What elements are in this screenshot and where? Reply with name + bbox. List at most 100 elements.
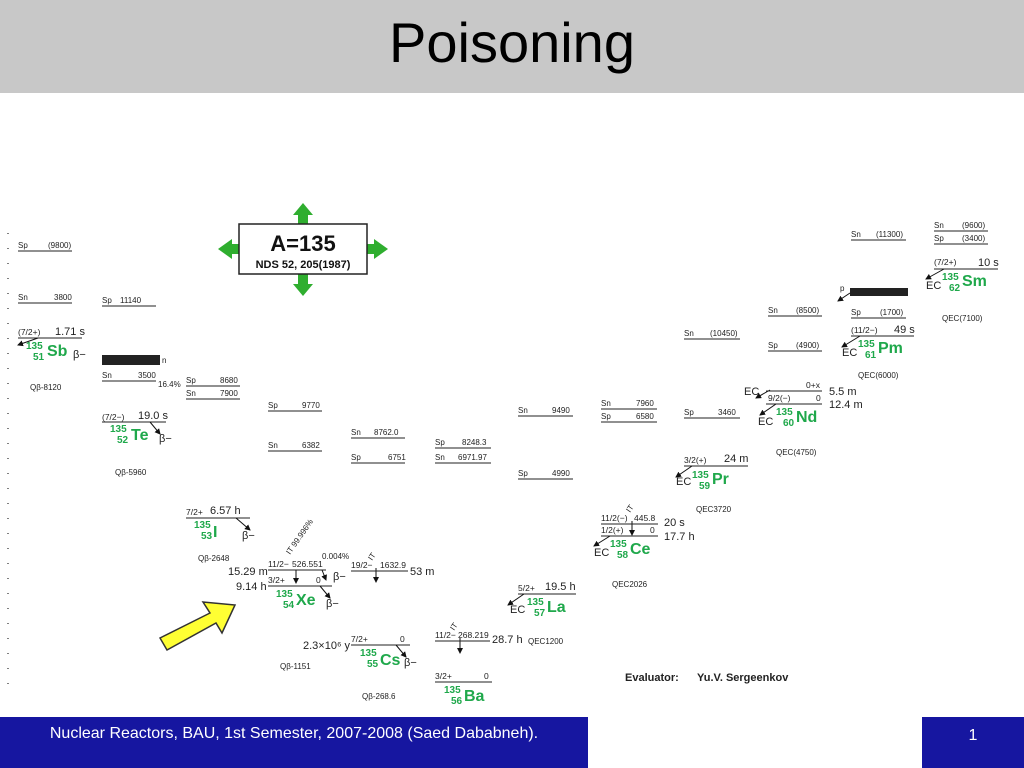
svg-text:Qβ-1151: Qβ-1151: [280, 662, 311, 671]
svg-text:EC: EC: [842, 347, 857, 359]
svg-text:526.551: 526.551: [292, 559, 323, 569]
a135-badge: A=135 NDS 52, 205(1987): [218, 203, 388, 296]
nuclide-cs: Sn 8762.0 Sp 6751 IT 19/2− 1632.9 53 m 7…: [303, 428, 434, 701]
svg-text:3/2(+): 3/2(+): [684, 455, 707, 465]
svg-text:Qβ-268.6: Qβ-268.6: [362, 692, 396, 701]
svg-text:5.5 m: 5.5 m: [829, 386, 857, 398]
footer-course: Nuclear Reactors, BAU, 1st Semester, 200…: [0, 717, 588, 768]
svg-text:6382: 6382: [302, 441, 320, 450]
svg-text:QEC3720: QEC3720: [696, 505, 732, 514]
cs-symbol: Cs: [380, 652, 401, 669]
svg-text:49 s: 49 s: [894, 324, 915, 336]
svg-text:β−: β−: [73, 349, 86, 361]
svg-text:EC: EC: [510, 604, 525, 616]
svg-text:56: 56: [451, 696, 463, 707]
te-symbol: Te: [131, 427, 149, 444]
svg-text:15.29 m: 15.29 m: [228, 566, 268, 578]
xe-symbol: Xe: [296, 592, 316, 609]
svg-text:β−: β−: [333, 571, 346, 583]
svg-text:(11/2−): (11/2−): [851, 325, 878, 335]
svg-text:8762.0: 8762.0: [374, 428, 399, 437]
svg-text:Sn: Sn: [518, 406, 528, 415]
ba-symbol: Ba: [464, 688, 485, 705]
svg-text:Qβ-2648: Qβ-2648: [198, 554, 230, 563]
up-arrow-icon: [293, 203, 313, 215]
svg-text:19.5 h: 19.5 h: [545, 581, 576, 593]
svg-text:7960: 7960: [636, 399, 654, 408]
svg-text:n: n: [162, 356, 166, 365]
svg-text:61: 61: [865, 350, 877, 361]
svg-text:Sn: Sn: [186, 389, 196, 398]
svg-text:11/2(−): 11/2(−): [601, 513, 628, 523]
svg-text:1/2(+): 1/2(+): [601, 525, 624, 535]
svg-text:Sp: Sp: [351, 453, 361, 462]
title-bar: [0, 0, 1024, 93]
evaluator-label: Evaluator:: [625, 672, 679, 684]
svg-text:0: 0: [400, 634, 405, 644]
svg-text:β−: β−: [242, 530, 255, 542]
sb-symbol: Sb: [47, 343, 68, 360]
svg-text:3460: 3460: [718, 408, 736, 417]
svg-text:Sn: Sn: [684, 329, 694, 338]
svg-text:0: 0: [484, 671, 489, 681]
svg-text:8680: 8680: [220, 376, 238, 385]
svg-text:EC: EC: [676, 476, 691, 488]
svg-text:24 m: 24 m: [724, 453, 748, 465]
svg-text:2.3×10⁶ y: 2.3×10⁶ y: [303, 640, 351, 652]
svg-text:135: 135: [26, 341, 43, 352]
svg-text:Sn: Sn: [601, 399, 611, 408]
evaluator-name: Yu.V. Sergeenkov: [697, 672, 789, 684]
svg-text:Sp: Sp: [934, 234, 944, 243]
svg-text:7/2+: 7/2+: [351, 634, 368, 644]
svg-text:6751: 6751: [388, 453, 406, 462]
nuclide-pr: Sn (10450) Sp 3460 3/2(+) 24 m EC 135 59…: [675, 329, 748, 514]
svg-text:135: 135: [610, 539, 627, 550]
svg-text:6.57 h: 6.57 h: [210, 505, 241, 517]
svg-text:Sp: Sp: [601, 412, 611, 421]
svg-text:(4900): (4900): [796, 341, 819, 350]
svg-text:55: 55: [367, 659, 379, 670]
svg-text:10 s: 10 s: [978, 257, 999, 269]
right-arrow-icon: [374, 239, 388, 259]
sb-sp-label: Sp: [18, 241, 28, 250]
nuclide-la: Sn 9490 Sp 4990 5/2+ 19.5 h EC 135 57 La…: [507, 406, 576, 646]
svg-text:β−: β−: [159, 433, 172, 445]
nuclide-nd: Sn (8500) Sp (4900) EC 0+x 5.5 m 9/2(−) …: [744, 306, 863, 457]
svg-text:(3400): (3400): [962, 234, 985, 243]
svg-text:0: 0: [650, 525, 655, 535]
sb-spin: (7/2+): [18, 327, 41, 337]
svg-text:IT: IT: [448, 621, 460, 632]
svg-text:11140: 11140: [120, 296, 142, 305]
svg-text:Sp: Sp: [102, 296, 112, 305]
pointer-arrow-icon: [158, 601, 237, 652]
nuclide-i: Sp 8680 Sn 7900 7/2+ 6.57 h 135 53 I β− …: [186, 376, 255, 563]
nd-symbol: Nd: [796, 409, 817, 426]
svg-text:135: 135: [110, 424, 127, 435]
svg-text:Sn: Sn: [768, 306, 778, 315]
svg-text:17.7 h: 17.7 h: [664, 531, 695, 543]
svg-text:19/2−: 19/2−: [351, 560, 373, 570]
svg-text:QEC(4750): QEC(4750): [776, 448, 817, 457]
page-title: Poisoning: [389, 11, 635, 74]
svg-text:20 s: 20 s: [664, 517, 685, 529]
svg-text:Sp: Sp: [851, 308, 861, 317]
i-symbol: I: [213, 524, 217, 541]
svg-text:Sn: Sn: [102, 371, 112, 380]
ce-symbol: Ce: [630, 541, 651, 558]
sm-symbol: Sm: [962, 273, 987, 290]
svg-text:(7/2+): (7/2+): [934, 257, 957, 267]
svg-text:135: 135: [360, 648, 377, 659]
svg-text:(11300): (11300): [876, 230, 903, 239]
svg-text:53 m: 53 m: [410, 566, 434, 578]
svg-text:QEC(7100): QEC(7100): [942, 314, 983, 323]
svg-text:EC: EC: [758, 416, 773, 428]
svg-text:12.4 m: 12.4 m: [829, 399, 863, 411]
svg-text:51: 51: [33, 352, 45, 363]
svg-text:19.0 s: 19.0 s: [138, 410, 168, 422]
svg-text:(7/2−): (7/2−): [102, 412, 125, 422]
svg-text:Sn: Sn: [851, 230, 861, 239]
svg-text:54: 54: [283, 600, 295, 611]
svg-text:6580: 6580: [636, 412, 654, 421]
la-symbol: La: [547, 599, 566, 616]
sb-q: Qβ-8120: [30, 383, 62, 392]
